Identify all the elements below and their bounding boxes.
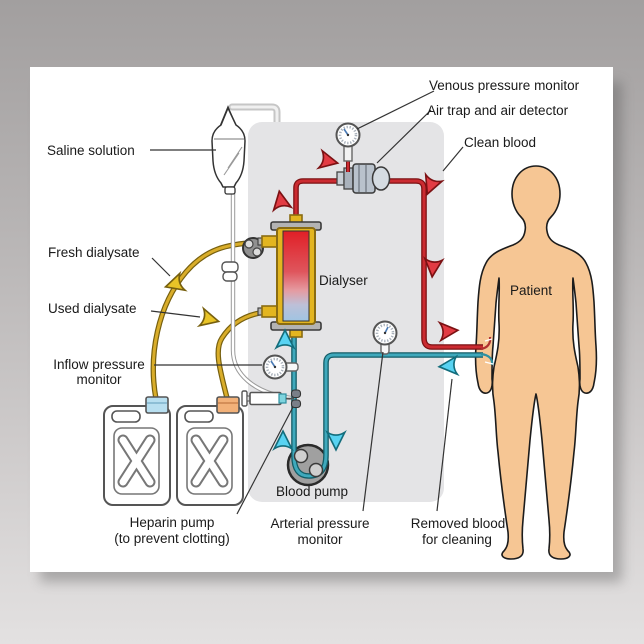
label-venous-pressure-monitor: Venous pressure monitor <box>429 78 580 93</box>
fistula-needles <box>480 336 494 366</box>
leader-heparin <box>236 406 294 515</box>
used-dialysate-jug <box>176 396 244 506</box>
label-air-trap: Air trap and air detector <box>427 103 569 118</box>
dialyser <box>257 214 322 338</box>
label-used-dialysate: Used dialysate <box>48 301 137 316</box>
label-patient: Patient <box>510 283 552 298</box>
saline-line-clamp <box>221 261 239 282</box>
fresh-jug-cap <box>145 396 169 414</box>
leader-removed-blood <box>436 378 453 512</box>
leader-fresh-dialysate <box>151 257 171 277</box>
label-saline-solution: Saline solution <box>47 143 135 158</box>
label-inflow-pressure-1: Inflow pressure <box>53 357 145 372</box>
arterial-pressure-gauge <box>372 320 398 355</box>
leader-arterial <box>362 351 384 512</box>
blood-pump-roller <box>308 462 324 478</box>
patient-silhouette <box>474 165 598 560</box>
heparin-syringe <box>241 389 302 409</box>
label-blood-pump: Blood pump <box>276 484 348 499</box>
label-heparin-pump-2: (to prevent clotting) <box>114 531 230 546</box>
leader-venous <box>356 90 435 130</box>
blood-line-clean <box>293 178 483 350</box>
line-connector <box>290 389 302 399</box>
label-dialyser: Dialyser <box>319 273 368 288</box>
used-jug-cap <box>216 396 240 414</box>
leader-lines <box>150 90 464 515</box>
leader-air-trap <box>376 109 432 164</box>
label-arterial-pressure-2: monitor <box>297 532 343 547</box>
label-removed-blood-2: for cleaning <box>422 532 492 547</box>
venous-pressure-gauge <box>335 122 361 172</box>
fresh-dialysate-jug <box>103 396 171 506</box>
dialysate-line-used <box>215 309 267 399</box>
inflow-pressure-gauge <box>262 354 299 380</box>
air-trap <box>336 163 391 194</box>
label-clean-blood: Clean blood <box>464 135 536 150</box>
leader-used-dialysate <box>150 310 201 318</box>
blood-pump-roller <box>293 448 309 464</box>
dialysate-pump <box>242 237 264 259</box>
label-arterial-pressure-1: Arterial pressure <box>270 516 369 531</box>
leader-clean-blood <box>442 146 464 172</box>
saline-bag <box>211 105 246 195</box>
label-removed-blood-1: Removed blood <box>411 516 506 531</box>
iv-pole <box>228 103 281 128</box>
line-connector <box>290 399 302 409</box>
label-heparin-pump-1: Heparin pump <box>130 515 215 530</box>
label-fresh-dialysate: Fresh dialysate <box>48 245 140 260</box>
label-inflow-pressure-2: monitor <box>76 372 122 387</box>
